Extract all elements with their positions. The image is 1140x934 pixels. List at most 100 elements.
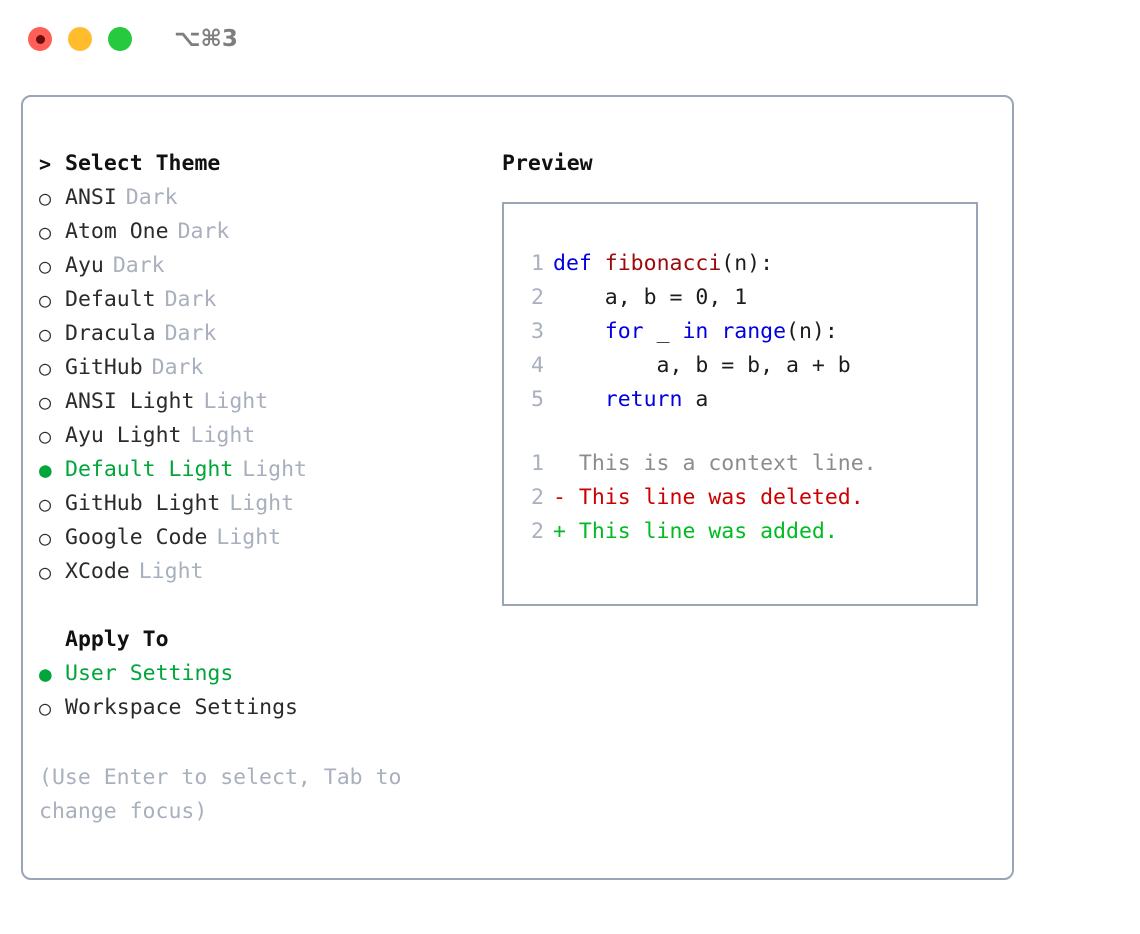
code-token-plain [553,387,605,412]
diff-text: This line was deleted. [565,485,864,510]
code-text: return a [553,383,709,417]
radio-unselected-icon: ○ [39,220,52,244]
apply-to-header: ○ Apply To [39,623,489,657]
radio-selected-icon: ● [39,662,52,686]
code-token-plain: (n): [721,251,774,276]
close-icon [35,34,45,44]
theme-name: ANSI Light [65,389,195,414]
theme-name: Dracula [65,321,156,346]
radio-unselected-icon: ○ [39,526,52,550]
apply-to-title: Apply To [65,627,169,652]
code-token-plain [708,319,721,344]
diff-marker [553,447,566,481]
theme-variant-tag: Light [229,491,295,516]
radio-unselected-icon: ○ [39,254,52,278]
theme-picker-title: Select Theme [65,151,221,176]
theme-list-item[interactable]: ○ Default Dark [39,283,489,317]
titlebar: ⌥⌘3 [0,0,1140,78]
theme-variant-tag: Light [203,389,269,414]
code-text: def fibonacci(n): [553,247,773,281]
blank-bullet-icon: ○ [39,623,65,657]
code-token-plain: a, b = b, a + b [553,353,851,378]
minimize-button[interactable] [68,27,92,51]
code-token-plain: a, b = 0, 1 [553,285,748,310]
maximize-button[interactable] [108,27,132,51]
theme-variant-tag: Light [242,457,308,482]
theme-variant-tag: Dark [125,185,178,210]
theme-variant-tag: Dark [151,355,204,380]
theme-name: Atom One [65,219,169,244]
radio-unselected-icon: ○ [39,288,52,312]
theme-variant-tag: Light [190,423,256,448]
diff-block: 1 This is a context line.2- This line wa… [504,447,976,549]
code-line: 2 a, b = 0, 1 [504,281,976,315]
line-number: 2 [531,519,544,544]
apply-to-list: ● User Settings ○Workspace Settings [39,657,489,725]
preview-title: Preview [502,151,593,176]
theme-name: XCode [65,559,130,584]
apply-to-option[interactable]: ○Workspace Settings [39,691,489,725]
theme-list-item[interactable]: ○ Google Code Light [39,521,489,555]
apply-to-option[interactable]: ● User Settings [39,657,489,691]
line-number: 2 [531,285,544,310]
theme-variant-tag: Dark [112,253,165,278]
code-token-kw: def [553,251,592,276]
radio-unselected-icon: ○ [39,390,52,414]
code-token-kw: for [604,319,644,344]
apply-to-label: Workspace Settings [65,695,298,720]
diff-line: 1 This is a context line. [504,447,976,481]
radio-selected-icon: ● [39,458,52,482]
keyboard-hint: (Use Enter to select, Tab to change focu… [39,765,402,824]
close-button[interactable] [28,27,52,51]
window-title: ⌥⌘3 [174,26,238,52]
theme-picker-header: > Select Theme [39,147,489,181]
code-token-plain: _ [643,319,683,344]
radio-unselected-icon: ○ [39,492,52,516]
code-line: 1 def fibonacci(n): [504,247,976,281]
code-token-plain: a [682,387,709,412]
theme-name: Ayu [65,253,104,278]
code-text: a, b = b, a + b [553,349,851,383]
diff-line: 2- This line was deleted. [504,481,976,515]
theme-name: Default [65,287,156,312]
code-token-kw: in [682,319,709,344]
apply-to-label: User Settings [65,661,234,686]
line-number: 1 [531,251,544,276]
radio-unselected-icon: ○ [39,356,52,380]
line-number: 3 [531,319,544,344]
code-token-plain: (n): [786,319,838,344]
radio-unselected-icon: ○ [39,424,52,448]
theme-list-item[interactable]: ● Default Light Light [39,453,489,487]
caret-icon: > [39,152,52,176]
theme-list-item[interactable]: ○ Ayu Dark [39,249,489,283]
code-line: 5 return a [504,383,976,417]
code-line: 3 for _ in range(n): [504,315,976,349]
code-diff-gap [504,417,976,447]
line-number: 5 [531,387,544,412]
radio-unselected-icon: ○ [39,322,52,346]
code-token-kw: range [721,319,787,344]
theme-name: Default Light [65,457,234,482]
theme-variant-tag: Light [216,525,282,550]
diff-text: This line was added. [565,519,838,544]
theme-variant-tag: Dark [164,287,217,312]
theme-list-item[interactable]: ○ ANSI Light Light [39,385,489,419]
code-text: for _ in range(n): [553,315,838,349]
line-number: 4 [531,353,544,378]
line-number: 2 [531,485,544,510]
theme-name: Google Code [65,525,208,550]
theme-name: ANSI [65,185,117,210]
code-token-plain [592,251,605,276]
